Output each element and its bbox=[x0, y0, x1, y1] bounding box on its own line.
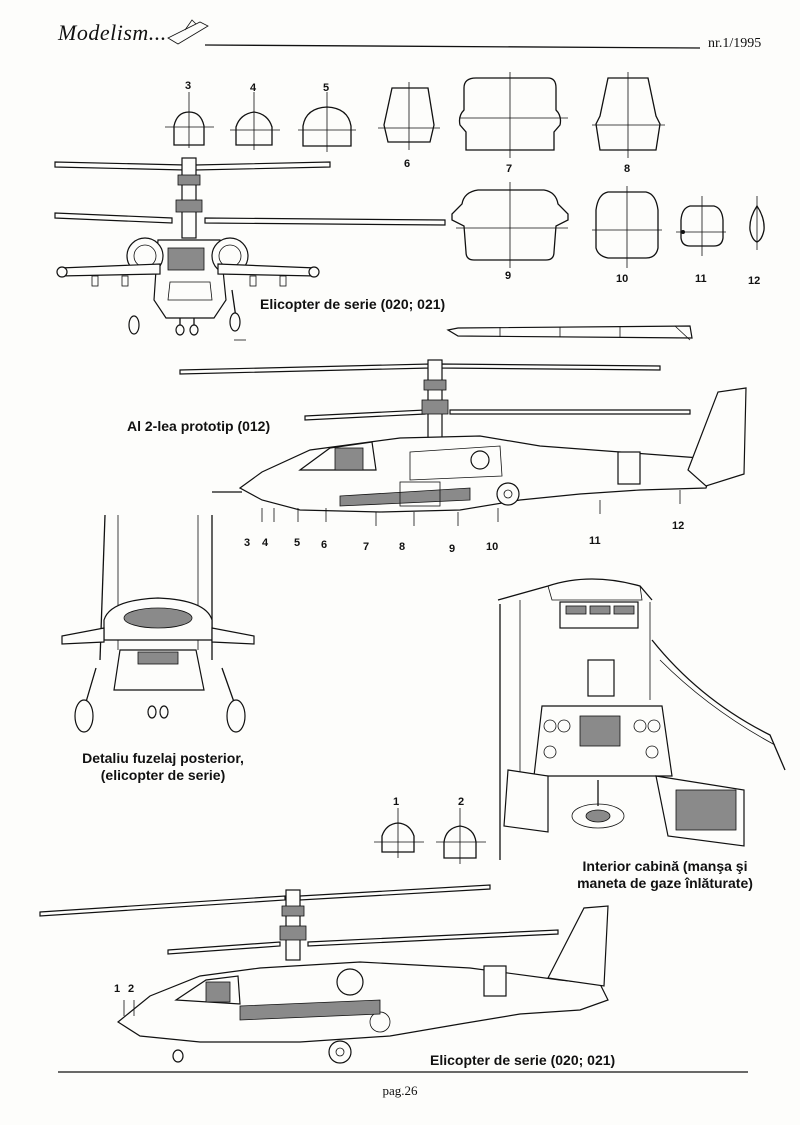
caption-cabin: Interior cabină (manşa şi maneta de gaze… bbox=[560, 858, 770, 892]
magazine-logo: Modelism... bbox=[58, 20, 167, 45]
caption-bottom-side-view: Elicopter de serie (020; 021) bbox=[430, 1052, 616, 1068]
section-label-7: 7 bbox=[506, 163, 513, 175]
cockpit-interior bbox=[497, 578, 786, 860]
cross-section-2 bbox=[436, 808, 486, 864]
prototype-side-view bbox=[179, 359, 747, 526]
section-label-9: 9 bbox=[505, 270, 512, 282]
page-number: pag.26 bbox=[382, 1083, 418, 1098]
cross-section-1 bbox=[374, 808, 424, 858]
station-label-10: 10 bbox=[486, 541, 499, 553]
section-label-11: 11 bbox=[695, 273, 707, 285]
section-label-4: 4 bbox=[250, 82, 257, 94]
section-label-3: 3 bbox=[185, 80, 192, 92]
station-label-5: 5 bbox=[294, 537, 301, 549]
series-side-view bbox=[39, 884, 609, 1064]
station-label-7: 7 bbox=[363, 541, 370, 553]
front-view-helicopter bbox=[54, 157, 446, 341]
station-label-12: 12 bbox=[672, 520, 685, 532]
station-label-8: 8 bbox=[399, 541, 406, 553]
caption-cabin-line2: maneta de gaze înlăturate) bbox=[577, 875, 753, 891]
station-label-11: 11 bbox=[589, 535, 601, 547]
caption-rear-detail: Detaliu fuzelaj posterior, (elicopter de… bbox=[68, 750, 258, 784]
caption-rear-detail-line2: (elicopter de serie) bbox=[100, 767, 226, 783]
section-label-10: 10 bbox=[616, 273, 629, 285]
section-label-6: 6 bbox=[404, 158, 411, 170]
cross-section-5 bbox=[298, 92, 356, 152]
rear-fuselage-detail bbox=[61, 514, 255, 733]
cross-section-8 bbox=[592, 72, 665, 158]
cross-section-12 bbox=[749, 196, 765, 250]
caption-front-view: Elicopter de serie (020; 021) bbox=[260, 296, 446, 312]
cross-section-10 bbox=[592, 186, 662, 268]
station-label-6: 6 bbox=[321, 539, 328, 551]
station-label-9: 9 bbox=[449, 543, 456, 555]
station-label-4: 4 bbox=[262, 537, 269, 549]
cross-section-11 bbox=[676, 196, 726, 256]
caption-rear-detail-line1: Detaliu fuzelaj posterior, bbox=[82, 750, 244, 766]
caption-prototype: Al 2-lea prototip (012) bbox=[127, 418, 271, 434]
section-label-2: 2 bbox=[458, 796, 465, 808]
section-label-1: 1 bbox=[393, 796, 400, 808]
station-label-3: 3 bbox=[244, 537, 251, 549]
caption-cabin-line1: Interior cabină (manşa şi bbox=[582, 858, 748, 874]
issue-number: nr.1/1995 bbox=[708, 36, 762, 51]
cross-section-4 bbox=[230, 92, 280, 150]
section-label-5: 5 bbox=[323, 82, 330, 94]
cross-section-6 bbox=[378, 82, 440, 150]
station-label-2: 2 bbox=[128, 983, 135, 995]
cross-section-7 bbox=[458, 72, 568, 158]
cross-section-9 bbox=[451, 182, 569, 268]
section-label-12: 12 bbox=[748, 275, 761, 287]
section-label-8: 8 bbox=[624, 163, 631, 175]
tail-boom-detail bbox=[446, 325, 693, 341]
cross-section-3 bbox=[165, 92, 214, 148]
station-label-1: 1 bbox=[114, 983, 121, 995]
logo-plane-icon bbox=[167, 19, 209, 45]
